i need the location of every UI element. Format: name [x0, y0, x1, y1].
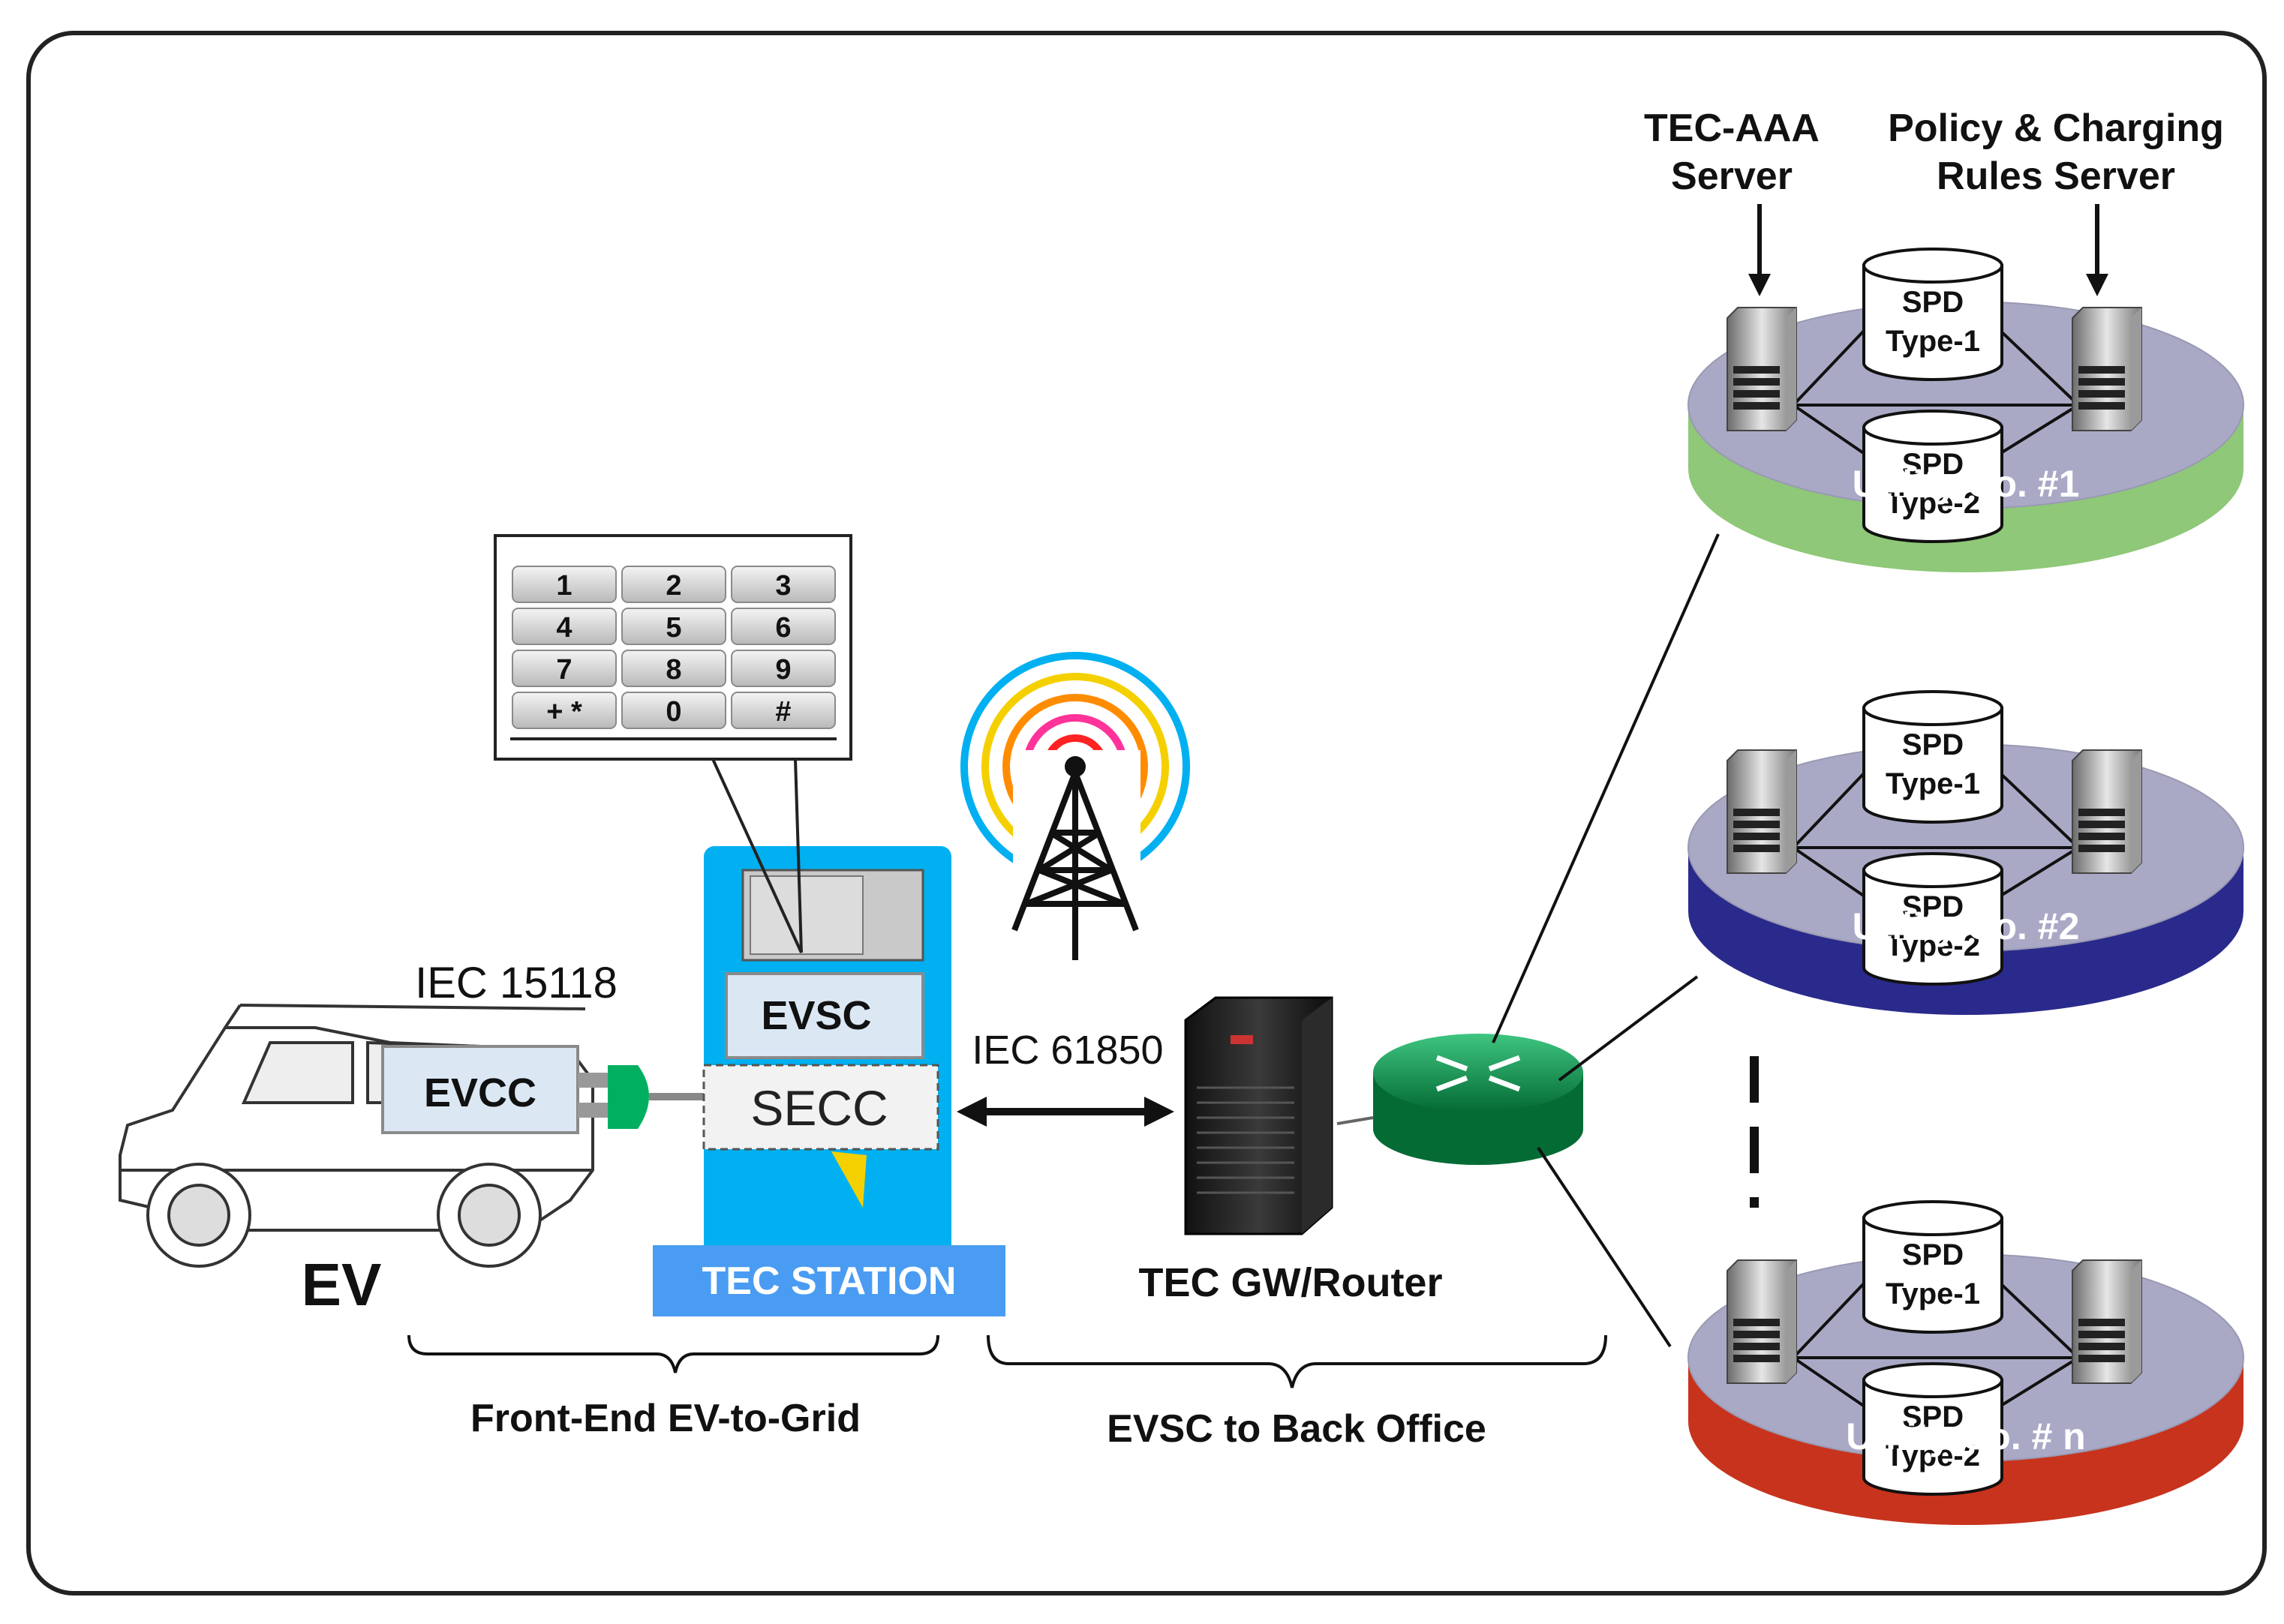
- server-icon: [2072, 749, 2142, 874]
- evsc-box: [725, 972, 924, 1059]
- keypad-key: [731, 692, 836, 729]
- spd-database-icon: SPD Type-1: [1862, 690, 2003, 824]
- server-arrows: [1748, 204, 2108, 296]
- callout-pointer-right: [794, 758, 803, 953]
- keypad-key: [512, 692, 617, 729]
- keypad-key-label: 5: [666, 612, 681, 644]
- callout-pointer-left: [711, 758, 803, 953]
- radio-tower-icon: [960, 652, 1190, 960]
- keypad-key-label: 3: [775, 570, 791, 602]
- keypad-key: [621, 650, 726, 687]
- spd-type-label: Type-1: [1886, 325, 1980, 358]
- spd-label: SPD: [1902, 1238, 1964, 1271]
- station-label: TEC STATION: [702, 1259, 957, 1303]
- spd-database-icon: SPD Type-1: [1862, 1200, 2003, 1334]
- spd-label: SPD: [1902, 448, 1964, 481]
- keypad-key-label: 0: [666, 696, 681, 728]
- secc-label: SECC: [750, 1080, 888, 1136]
- evsc-label: EVSC: [761, 993, 871, 1038]
- spd-label: SPD: [1902, 286, 1964, 319]
- lightning-icon: [831, 1151, 867, 1208]
- aaa-server-label-2: Server: [1671, 155, 1793, 198]
- iec61850-label: IEC 61850: [972, 1028, 1163, 1073]
- double-arrow-icon: [957, 1097, 1174, 1127]
- spd-label: SPD: [1902, 728, 1964, 761]
- spd-database-icon: SPD Type-1: [1862, 248, 2003, 381]
- spd-type-label: Type-1: [1886, 767, 1980, 800]
- spd-type-label: Type-2: [1886, 1439, 1980, 1472]
- station-base: [653, 1245, 1005, 1316]
- evcc-box: [381, 1045, 579, 1134]
- front-end-bracket: [407, 1334, 939, 1373]
- spd-database-icon: SPD Type-2: [1862, 410, 2003, 543]
- keypad-key: [731, 608, 836, 645]
- charging-plug-icon: [578, 1065, 705, 1129]
- keypad-key: [621, 566, 726, 603]
- keypad-key: [731, 650, 836, 687]
- keypad-key-label: 7: [556, 654, 572, 686]
- pcrs-server-label-2: Rules Server: [1937, 155, 2175, 198]
- aaa-server-label-1: TEC-AAA: [1644, 107, 1820, 150]
- keypad-key-label: 6: [775, 612, 791, 644]
- server-icon: [1727, 749, 1797, 874]
- keypad-key-label: + *: [546, 696, 582, 728]
- evcc-label: EVCC: [424, 1070, 536, 1115]
- ev-label: EV: [302, 1251, 382, 1318]
- keypad-key-label: 4: [556, 612, 572, 644]
- spd-label: SPD: [1902, 890, 1964, 923]
- station-keypad-screen: [750, 875, 864, 955]
- keypad-key: [512, 650, 617, 687]
- gw-router-link: [1336, 1116, 1374, 1125]
- router-icon: [1373, 1034, 1583, 1175]
- keypad-key: [731, 566, 836, 603]
- utility-name-label: Utility Co. # n: [1846, 1415, 2085, 1457]
- server-icon: [1727, 307, 1797, 431]
- pcrs-server-label-1: Policy & Charging: [1888, 107, 2224, 150]
- utility-links: [1492, 533, 1720, 1348]
- keypad-key-label: 2: [666, 570, 681, 602]
- back-office-label: EVSC to Back Office: [1107, 1407, 1486, 1451]
- back-office-bracket: [987, 1334, 1607, 1388]
- spd-label: SPD: [1902, 1400, 1964, 1433]
- secc-box: [702, 1064, 939, 1151]
- keypad-key: [512, 566, 617, 603]
- spd-type-label: Type-2: [1886, 929, 1980, 962]
- front-end-label: Front-End EV-to-Grid: [470, 1397, 861, 1440]
- keypad-key-label: 9: [775, 654, 791, 686]
- spd-type-label: Type-1: [1886, 1277, 1980, 1310]
- keypad-key: [512, 608, 617, 645]
- keypad: 1 2 3 4 5 6 7 8 9 + * 0 #: [512, 566, 836, 729]
- spd-database-icon: SPD Type-2: [1862, 852, 2003, 986]
- server-icon: [2072, 307, 2142, 431]
- spd-type-label: Type-2: [1886, 487, 1980, 520]
- keypad-key-label: #: [775, 696, 791, 728]
- gateway-server-icon: [1184, 996, 1333, 1235]
- utility-name-label: Utility Co. #1: [1853, 463, 2080, 505]
- keypad-key-label: 1: [556, 570, 572, 602]
- spd-database-icon: SPD Type-2: [1862, 1362, 2003, 1496]
- gateway-label: TEC GW/Router: [1139, 1260, 1443, 1305]
- keypad-key: [621, 692, 726, 729]
- server-icon: [1727, 1259, 1797, 1384]
- keypad-key-label: 8: [666, 654, 681, 686]
- keypad-key: [621, 608, 726, 645]
- utility-name-label: Utility Co. #2: [1853, 905, 2080, 947]
- iec15118-label: IEC 15118: [415, 959, 618, 1007]
- server-icon: [2072, 1259, 2142, 1384]
